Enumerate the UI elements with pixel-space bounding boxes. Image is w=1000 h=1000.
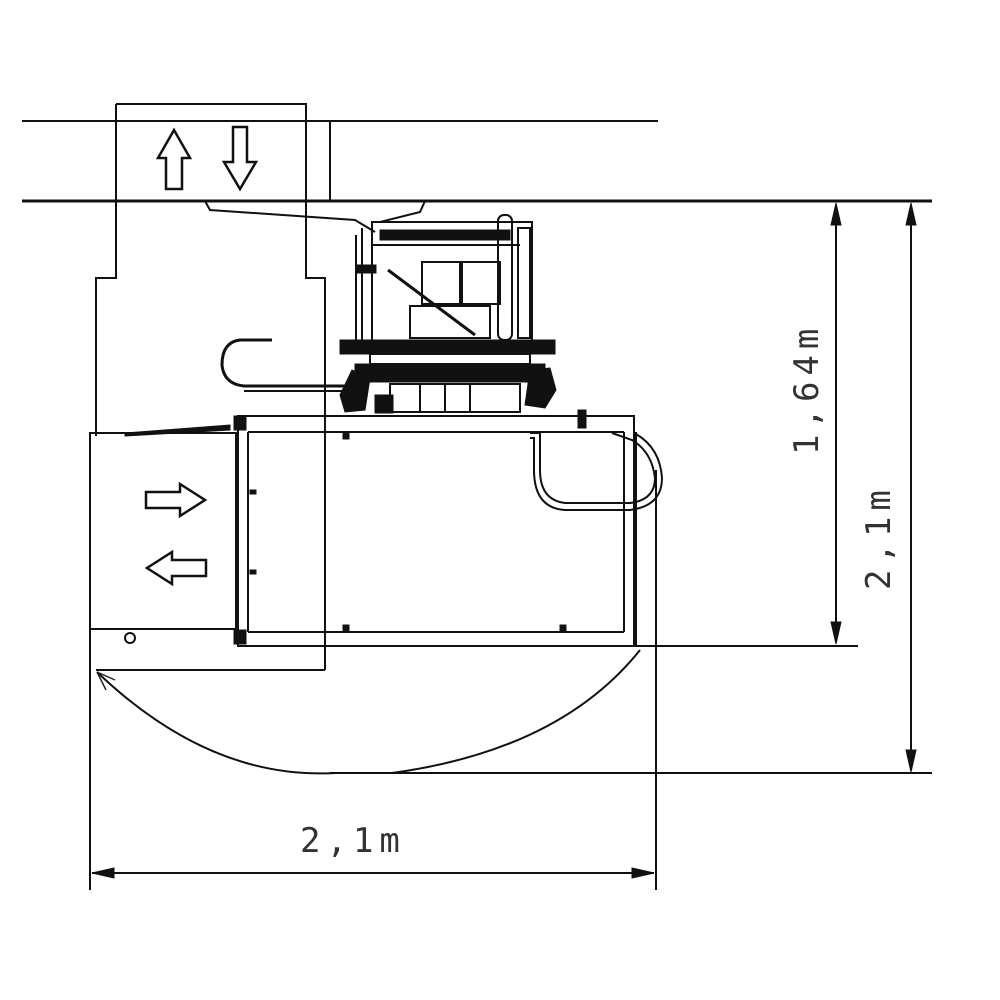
sliding-door-box bbox=[89, 424, 325, 671]
dimension-cabin-depth bbox=[830, 202, 842, 645]
arrow-up-icon bbox=[155, 127, 193, 191]
label-overall-depth: 2,1m bbox=[859, 484, 899, 590]
arrow-right-icon bbox=[144, 481, 208, 519]
arrow-down-icon bbox=[221, 125, 259, 192]
grab-handle bbox=[220, 338, 355, 392]
lift-platform bbox=[233, 409, 635, 647]
label-cabin-depth: 1,64m bbox=[787, 323, 827, 455]
shaft-column bbox=[95, 103, 326, 670]
dimension-overall-depth bbox=[905, 202, 917, 773]
dimension-overall-width bbox=[91, 867, 655, 879]
label-overall-width: 2,1m bbox=[300, 821, 406, 861]
wheelchair-user bbox=[339, 214, 557, 414]
arrow-left-icon bbox=[144, 549, 208, 587]
bracket bbox=[204, 200, 426, 233]
dimension-lines bbox=[89, 470, 932, 890]
door-swing-arc bbox=[96, 649, 641, 775]
shaft-top-band bbox=[22, 120, 932, 203]
handrail bbox=[530, 432, 664, 646]
